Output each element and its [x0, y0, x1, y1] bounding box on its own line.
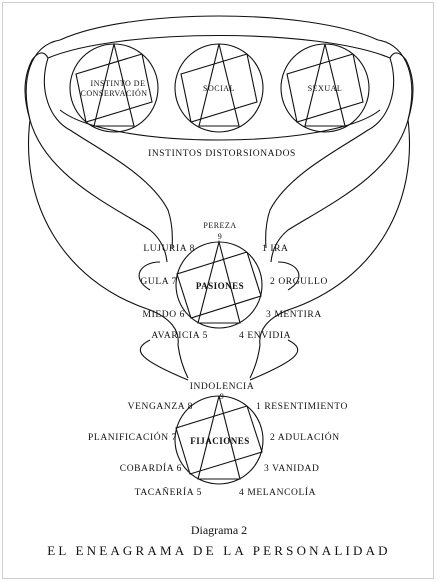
label-ira: 1 IRA [262, 244, 289, 254]
label-mentira: 3 MENTIRA [266, 310, 322, 320]
label-indolencia: INDOLENCIA [190, 382, 255, 392]
label-vanidad: 3 VANIDAD [264, 464, 319, 474]
label-orgullo: 2 ORGULLO [270, 277, 328, 287]
label-social: SOCIAL [203, 84, 235, 93]
enneagram-social [174, 43, 264, 133]
label-envidia: 4 ENVIDIA [239, 331, 291, 341]
label-melancolia: 4 MELANCOLÍA [239, 486, 316, 498]
label-venganza: VENGANZA 8 [128, 402, 193, 412]
page-border [2, 2, 434, 579]
enneagram-sexual [280, 43, 370, 133]
label-instinto-line1: INSTINTO DE [91, 79, 146, 88]
label-lujuria: LUJURIA 8 [143, 244, 195, 254]
label-pereza: PEREZA [203, 221, 236, 230]
caption-title: EL ENEAGRAMA DE LA PERSONALIDAD [47, 543, 391, 558]
caption-diagram-number: Diagrama 2 [191, 523, 247, 537]
label-instintos-distorsionados: INSTINTOS DISTORSIONADOS [148, 149, 296, 159]
label-tacaneria: TACAÑERÍA 5 [135, 486, 202, 498]
label-adulacion: 2 ADULACIÓN [270, 431, 340, 443]
label-planificacion: PLANIFICACIÓN 7 [88, 431, 177, 443]
enneagram-fijaciones [174, 395, 264, 485]
label-sexual: SEXUAL [308, 84, 343, 93]
label-fijaciones-center: FIJACIONES [190, 436, 250, 446]
label-pasiones-center: PASIONES [196, 281, 244, 291]
label-instinto-line2: CONSERVACIÓN [81, 88, 148, 98]
label-fijaciones-9: 9 [220, 392, 225, 401]
label-gula: GULA 7 [140, 277, 177, 287]
label-cobardia: COBARDÍA 6 [120, 462, 182, 474]
label-pasiones-9: 9 [218, 232, 223, 241]
label-miedo: MIEDO 6 [143, 310, 185, 320]
enneagram-instinto-conservacion [69, 43, 159, 133]
label-avaricia: AVARICIA 5 [151, 331, 208, 341]
enneagram-pasiones [175, 239, 263, 329]
body-outline [24, 15, 414, 381]
label-resentimiento: 1 RESENTIMIENTO [256, 402, 348, 412]
